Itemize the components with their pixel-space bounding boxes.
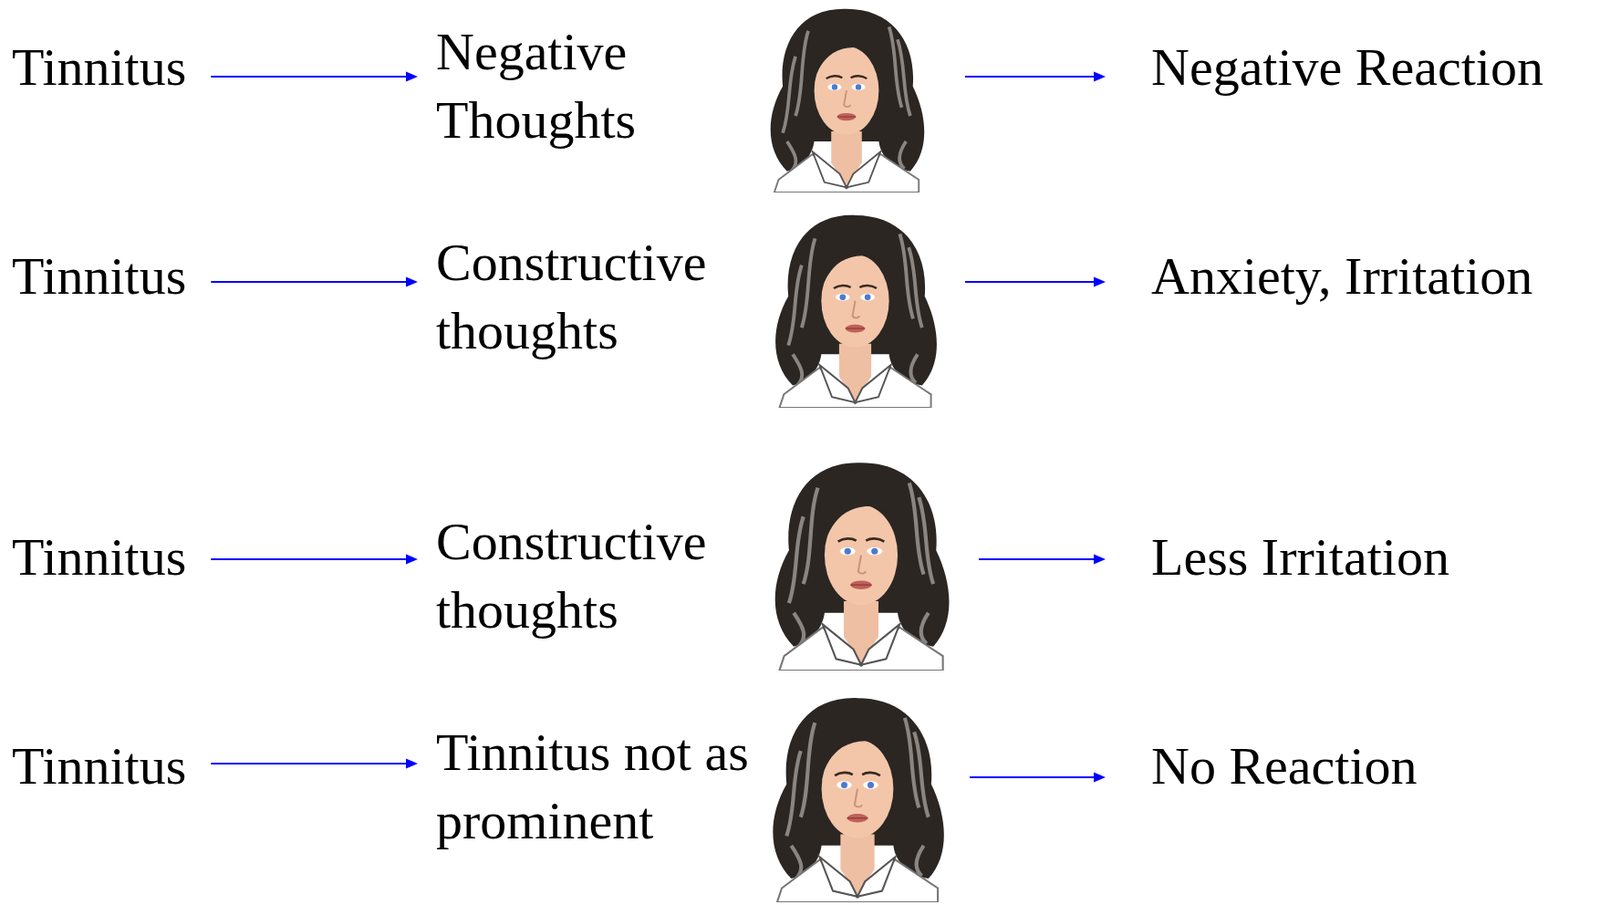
reaction-text: No Reaction <box>1151 731 1418 800</box>
woman-face <box>770 9 925 193</box>
thought-text: Negative Thoughts <box>436 17 765 155</box>
reaction-text: Anxiety, Irritation <box>1151 241 1533 311</box>
reaction-node: Less Irritation <box>1151 522 1450 592</box>
reaction-node: Anxiety, Irritation <box>1151 241 1533 311</box>
arrow-connector <box>978 554 1106 565</box>
source-node: Tinnitus <box>11 241 187 311</box>
thought-node: Constructive thoughts <box>436 228 961 365</box>
source-text: Tinnitus <box>11 731 187 800</box>
source-text: Tinnitus <box>11 32 187 102</box>
woman-face <box>775 462 950 671</box>
arrow-connector <box>965 277 1106 288</box>
reaction-text: Negative Reaction <box>1151 32 1544 102</box>
thought-text: Constructive thoughts <box>436 228 765 365</box>
arrow-connector <box>969 772 1106 783</box>
thought-node: Constructive thoughts <box>436 507 975 645</box>
arrow-connector <box>210 277 418 288</box>
thought-node: Negative Thoughts <box>436 17 961 155</box>
arrow-connector <box>210 72 418 83</box>
arrow-connector <box>965 72 1106 83</box>
arrow-connector <box>210 758 418 769</box>
reaction-node: Negative Reaction <box>1151 32 1544 102</box>
reaction-text: Less Irritation <box>1151 522 1450 592</box>
thought-node: Tinnitus not as prominent <box>436 717 966 855</box>
thought-text: Constructive thoughts <box>436 507 765 645</box>
source-node: Tinnitus <box>11 731 187 800</box>
source-node: Tinnitus <box>11 32 187 102</box>
arrow-connector <box>210 554 418 565</box>
source-node: Tinnitus <box>11 522 187 592</box>
woman-face <box>775 215 937 408</box>
source-text: Tinnitus <box>11 522 187 592</box>
thought-text: Tinnitus not as prominent <box>436 717 765 855</box>
woman-face <box>772 697 945 903</box>
source-text: Tinnitus <box>11 241 187 311</box>
reaction-node: No Reaction <box>1151 731 1418 800</box>
